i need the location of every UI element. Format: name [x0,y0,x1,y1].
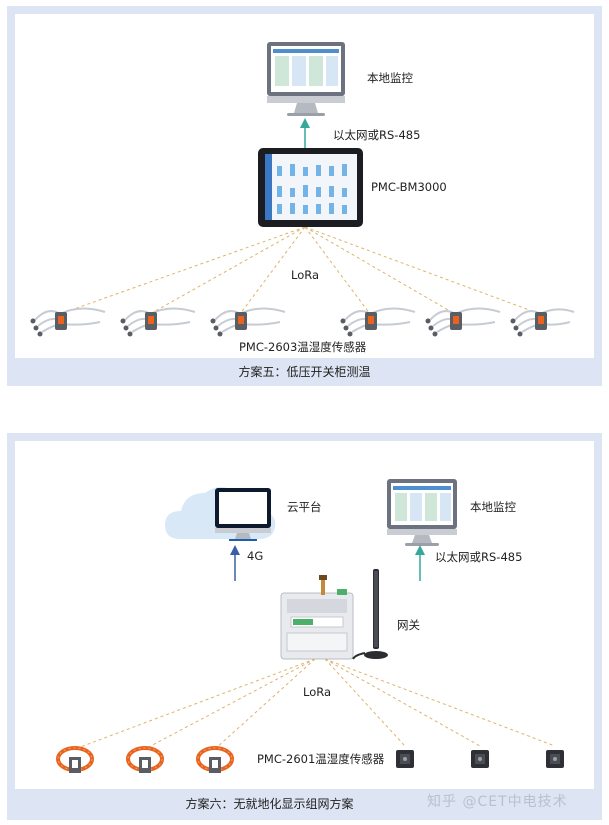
pmc2603-sensor [425,307,501,337]
pmc2601-ring-sensor [56,746,94,773]
scheme5-device-label: PMC-BM3000 [371,180,447,194]
scheme5-sensor-label: PMC-2603温湿度传感器 [239,340,367,354]
pmc2601-square-sensor [396,750,414,768]
scheme6-square-sensors [396,750,564,768]
pmc2603-sensor [210,307,286,337]
scheme5-monitor-icon [267,42,345,116]
pmc2601-ring-sensor [196,746,234,773]
scheme5-bm3000-device [258,148,363,227]
scheme6-lora-links [74,658,556,750]
scheme6-sensor-label: PMC-2601温湿度传感器 [257,752,385,766]
scheme6-cloud-label: 云平台 [287,500,322,514]
scheme6-ethernet-label: 以太网或RS-485 [435,550,523,564]
scheme5-monitor-label: 本地监控 [367,71,413,85]
scheme6-lora-label: LoRa [303,685,332,699]
scheme6-panel: 云平台 本地监控 4G 以太网或RS-485 网关 LoRa PMC-2601温… [7,433,602,820]
gateway-device [280,575,354,660]
scheme5-canvas: 本地监控 以太网或RS-485 PMC-BM3000 LoRa PMC-2603… [15,14,594,358]
scheme5-sensor-group [30,307,575,337]
scheme6-gateway-label: 网关 [397,618,420,632]
pmc2603-sensor [340,307,416,337]
scheme5-diagram [30,42,575,337]
pmc2601-ring-sensor [126,746,164,773]
scheme6-4g-arrow [230,545,240,581]
scheme6-ring-sensors [56,746,234,773]
scheme6-monitor-label: 本地监控 [470,500,516,514]
scheme5-panel: 本地监控 以太网或RS-485 PMC-BM3000 LoRa PMC-2603… [7,6,602,386]
pmc2601-square-sensor [471,750,489,768]
scheme6-diagram [56,479,564,773]
pmc2603-sensor [510,308,575,337]
scheme5-caption: 方案五：低压开关柜测温 [238,365,371,379]
scheme6-canvas: 云平台 本地监控 4G 以太网或RS-485 网关 LoRa PMC-2601温… [15,441,594,789]
pmc2601-square-sensor [546,750,564,768]
watermark: 知乎 @CET中电技术 [427,794,568,810]
scheme6-caption: 方案六：无就地化显示组网方案 [185,797,354,811]
scheme5-link-label: 以太网或RS-485 [333,128,421,142]
pmc2603-sensor [30,307,106,337]
antenna-icon [352,569,388,660]
scheme6-monitor-icon [387,479,457,546]
scheme6-ethernet-arrow [415,545,425,581]
scheme6-cloud-monitor-icon [215,488,271,541]
scheme5-lora-links [59,226,541,315]
scheme5-lora-label: LoRa [291,268,320,282]
scheme6-4g-label: 4G [247,549,264,563]
pmc2603-sensor [120,307,196,337]
